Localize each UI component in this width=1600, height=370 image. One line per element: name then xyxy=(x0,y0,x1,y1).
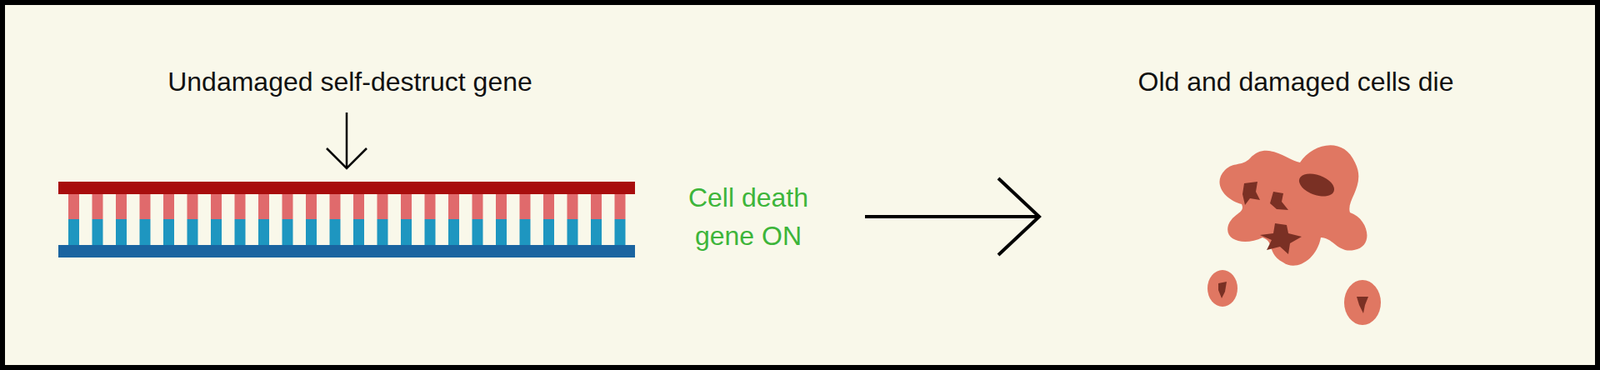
cell-debris xyxy=(1218,281,1227,299)
dna-backbone xyxy=(58,245,635,258)
base-pair xyxy=(282,194,294,220)
base-pair xyxy=(448,194,460,220)
base-pair xyxy=(567,219,579,245)
cell-debris xyxy=(1260,223,1302,255)
pointer-line xyxy=(345,112,349,169)
base-pair xyxy=(115,219,127,245)
base-pair xyxy=(210,219,222,245)
arrow-head xyxy=(998,178,1040,255)
base-pair xyxy=(520,194,531,220)
base-pair xyxy=(615,219,626,245)
cell-debris xyxy=(1295,169,1338,201)
pointer-arrow xyxy=(326,112,367,169)
base-pair xyxy=(495,219,507,245)
base-pair xyxy=(258,194,270,220)
cell-debris xyxy=(1356,296,1369,314)
base-pair xyxy=(353,194,365,220)
arrow-shaft xyxy=(865,215,1038,219)
base-pair xyxy=(258,219,270,245)
base-pair xyxy=(235,219,246,245)
base-pair xyxy=(305,194,317,220)
base-pair xyxy=(92,219,104,245)
pointer-head xyxy=(326,148,367,169)
base-pair xyxy=(472,219,484,245)
base-pair xyxy=(425,194,436,220)
base-pair xyxy=(448,219,460,245)
base-pair xyxy=(615,194,626,220)
base-pair xyxy=(353,219,365,245)
cell-debris xyxy=(1270,191,1289,210)
base-pair xyxy=(543,194,555,220)
base-pair xyxy=(210,194,222,220)
base-pair xyxy=(400,219,412,245)
dying-cell xyxy=(1207,145,1381,325)
base-pair xyxy=(305,219,317,245)
status-label: Cell death gene ON xyxy=(669,178,828,255)
base-pair xyxy=(187,219,199,245)
base-pair xyxy=(115,194,127,220)
base-pair xyxy=(68,194,80,220)
base-pair xyxy=(472,194,484,220)
dna-strand xyxy=(58,181,635,258)
base-pair xyxy=(543,219,555,245)
base-pair xyxy=(187,194,199,220)
cell-body xyxy=(1219,145,1367,266)
base-pair xyxy=(330,219,341,245)
base-pair xyxy=(425,219,436,245)
base-pair xyxy=(400,194,412,220)
base-pair xyxy=(590,219,602,245)
base-pair xyxy=(282,219,294,245)
process-arrow xyxy=(865,178,1040,255)
gene-label: Undamaged self-destruct gene xyxy=(91,65,609,99)
base-pair xyxy=(235,194,246,220)
cell-fragment xyxy=(1207,270,1238,307)
base-pair xyxy=(330,194,341,220)
base-pair xyxy=(495,194,507,220)
base-pair xyxy=(520,219,531,245)
cell-fragment xyxy=(1344,280,1381,325)
base-pair xyxy=(140,219,151,245)
base-pair xyxy=(567,194,579,220)
base-pair xyxy=(377,194,389,220)
base-pair xyxy=(377,219,389,245)
base-pair xyxy=(163,219,175,245)
dna-backbone xyxy=(58,181,635,195)
base-pair xyxy=(68,219,80,245)
outcome-label: Old and damaged cells die xyxy=(1079,65,1513,99)
base-pair xyxy=(163,194,175,220)
base-pair xyxy=(140,194,151,220)
base-pair xyxy=(92,194,104,220)
cell-debris xyxy=(1242,181,1260,205)
base-pair xyxy=(590,194,602,220)
